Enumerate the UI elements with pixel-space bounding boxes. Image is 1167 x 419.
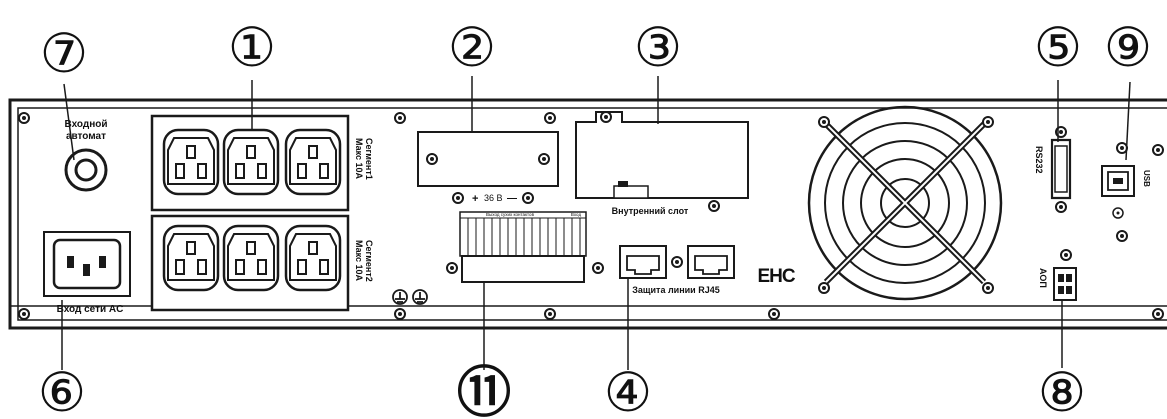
terminal-header-outputs: Выход сухих контактов [486,212,535,217]
breaker-label-line1: Входной [64,119,107,130]
input-breaker[interactable] [64,148,108,192]
internal-slot-cover[interactable] [575,111,749,212]
segment2-label-line1: Макс 10А [354,240,364,282]
callout-11: ⑪ [457,360,511,419]
outlet-2-1[interactable] [162,224,220,292]
rj45-port-out[interactable] [687,245,735,279]
callout-7: ⑦ [40,22,88,85]
ac-input-label: Вход сети AC [57,304,124,315]
battery-voltage-label: 36 В [484,193,503,203]
segment2-label-line2: Сегмент2 [364,240,374,282]
callout-8: ⑧ [1038,361,1086,419]
breaker-label-line2: автомат [66,131,106,142]
segment1-label-line1: Макс 10А [354,138,364,180]
rj45-port-in[interactable] [619,245,667,279]
rj45-label: Защита линии RJ45 [632,285,719,295]
callout-2: ② [448,16,496,79]
internal-slot-label: Внутренний слот [612,206,689,216]
ground-symbols [392,289,428,305]
rs232-port[interactable] [1050,126,1072,213]
battery-cover-plate [417,131,559,187]
battery-terminal-minus[interactable] [522,192,534,204]
usb-port[interactable] [1101,142,1135,242]
battery-terminal-plus[interactable] [452,192,464,204]
rs232-label: RS232 [1034,146,1044,174]
callout-1: ① [228,16,276,79]
callout-6: ⑥ [38,361,86,419]
callout-leaders [61,76,1131,370]
battery-plus-label: + [472,193,478,205]
usb-symbol-icon [1112,207,1124,219]
dry-contact-terminal-block[interactable] [446,211,604,283]
outlet-segment-2 [150,214,350,312]
callout-9: ⑨ [1104,16,1152,79]
outlet-2-3[interactable] [284,224,342,292]
usb-label: USB [1142,170,1151,187]
outlet-1-1[interactable] [162,128,220,196]
callout-4: ④ [604,361,652,419]
ac-input-socket[interactable] [43,231,131,297]
callout-5: ⑤ [1034,16,1082,79]
cooling-fan-grille [807,105,1003,301]
terminal-header-input: Вход [571,212,582,217]
eac-mark: ЕНС [757,266,795,287]
outlet-1-3[interactable] [284,128,342,196]
segment1-label-line2: Сегмент1 [364,138,374,180]
callout-3: ③ [634,16,682,79]
outlet-segment-1 [150,114,350,212]
outlet-1-2[interactable] [222,128,280,196]
epo-label: АОП [1038,268,1048,288]
epo-connector[interactable] [1053,249,1077,301]
outlet-2-2[interactable] [222,224,280,292]
battery-minus-label: — [507,193,517,204]
